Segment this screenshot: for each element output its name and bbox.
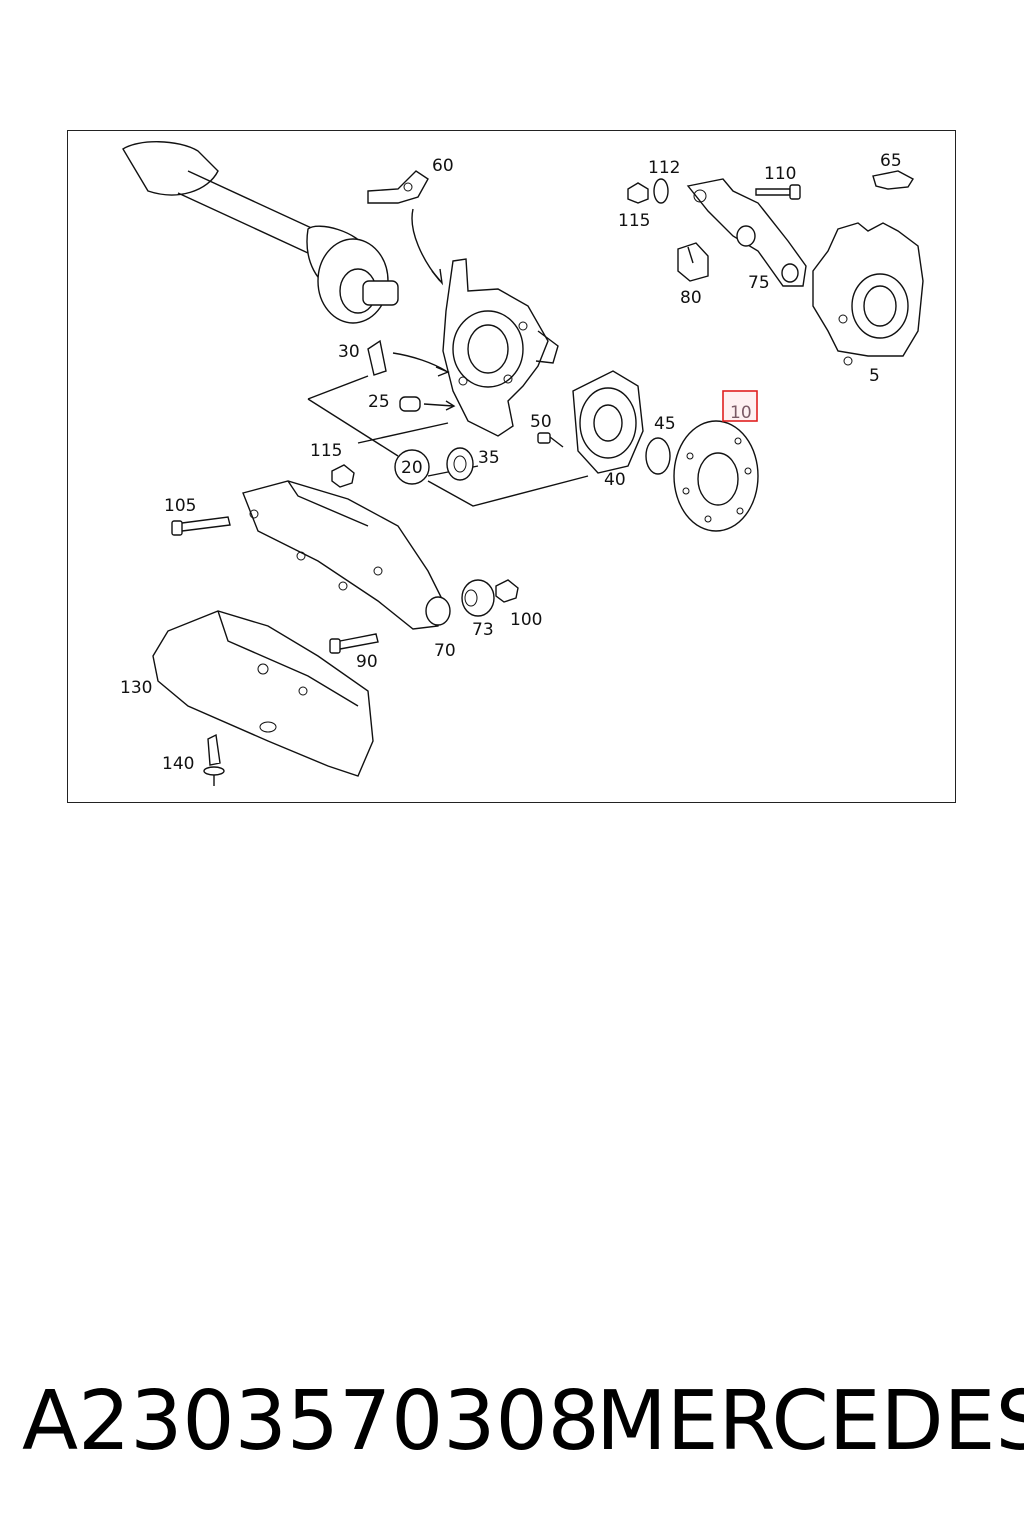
part-5-knuckle [812, 222, 924, 366]
part-105-bolt [171, 516, 231, 536]
label-part-80: 80 [680, 288, 702, 308]
label-part-140: 140 [162, 754, 194, 774]
drive-shaft [122, 141, 399, 324]
label-part-65: 65 [880, 151, 902, 171]
part-10-wheel-hub [673, 420, 759, 532]
part-75-arm [686, 178, 807, 287]
part-100-nut [495, 579, 519, 603]
label-part-20: 20 [401, 458, 423, 478]
parts-diagram-frame: 60 112 110 65 115 80 75 5 30 25 10 50 45… [67, 130, 956, 803]
part-25-bushing [399, 396, 456, 412]
label-part-60: 60 [432, 156, 454, 176]
steering-knuckle [442, 258, 559, 437]
label-part-115-right: 115 [618, 211, 650, 231]
parts-diagram: 60 112 110 65 115 80 75 5 30 25 10 50 45… [120, 141, 924, 786]
part-45-snap-ring [645, 437, 671, 475]
label-part-25: 25 [368, 392, 390, 412]
part-60-bracket [367, 170, 444, 286]
part-73-bushing [461, 579, 495, 617]
label-part-115-left: 115 [310, 441, 342, 461]
label-part-10: 10 [730, 403, 752, 423]
part-130-cover [152, 610, 374, 777]
highlight-box-part-10 [722, 390, 758, 422]
label-part-130: 130 [120, 678, 152, 698]
label-part-35: 35 [478, 448, 500, 468]
label-part-5: 5 [869, 366, 880, 386]
part-number-caption: A2303570308 [22, 1374, 600, 1469]
label-part-73: 73 [472, 620, 494, 640]
part-35-bushing [446, 447, 474, 481]
part-80-clip [677, 242, 709, 282]
label-part-70: 70 [434, 641, 456, 661]
label-part-45: 45 [654, 414, 676, 434]
label-part-105: 105 [164, 496, 196, 516]
label-part-75: 75 [748, 273, 770, 293]
part-30-clip [367, 339, 450, 377]
label-part-90: 90 [356, 652, 378, 672]
part-50-bolt [537, 432, 564, 448]
part-90-bolt [329, 633, 379, 654]
label-part-50: 50 [530, 412, 552, 432]
brand-caption: MERCEDES [596, 1374, 1024, 1469]
part-115-nut-left [331, 464, 355, 488]
part-115-nut-right [627, 182, 649, 204]
label-part-112: 112 [648, 158, 680, 178]
part-112-washer [653, 178, 669, 204]
part-110-bolt [755, 184, 801, 200]
part-140-clip [203, 733, 225, 786]
label-part-30: 30 [338, 342, 360, 362]
part-70-control-arm [242, 480, 451, 630]
part-65-bracket [872, 170, 914, 190]
label-part-110: 110 [764, 164, 796, 184]
label-part-100: 100 [510, 610, 542, 630]
label-part-40: 40 [604, 470, 626, 490]
part-40-bearing-housing [572, 370, 644, 474]
